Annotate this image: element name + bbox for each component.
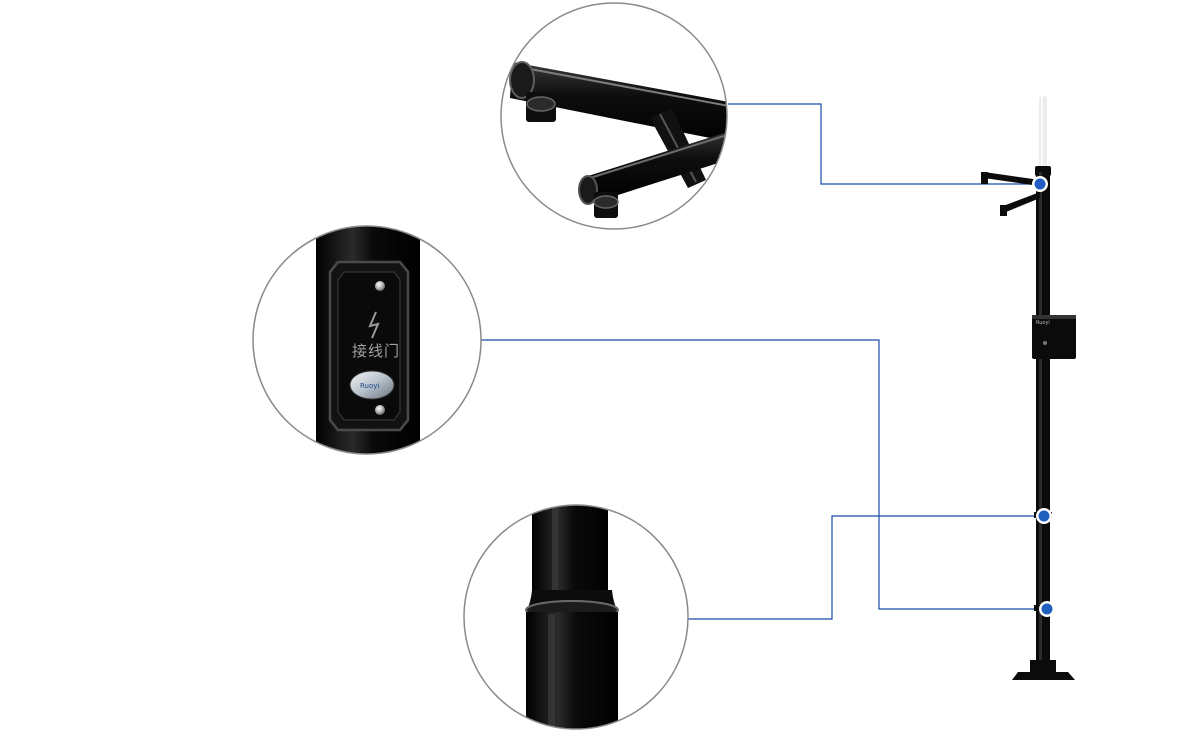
camera-arm-upper (984, 172, 1040, 186)
nameplate-text: Ruoyi (360, 382, 379, 390)
leader-line-joint (688, 515, 1044, 620)
equipment-cabinet (1032, 315, 1076, 359)
hotspot-joint[interactable] (1036, 508, 1052, 524)
detail-circle-arm-bracket (500, 2, 728, 230)
detail-circle-access-door: 接线门 Ruoyi (252, 225, 482, 455)
detail-circle-pole-joint (463, 504, 689, 730)
camera-arm-lower (1003, 192, 1040, 212)
pole-base-plate (1012, 672, 1075, 680)
leader-line-door (481, 339, 1044, 610)
door-label: 接线门 (352, 342, 400, 360)
leader-line-arm (728, 103, 1040, 185)
pole-shaft (1036, 172, 1050, 672)
door-nameplate (349, 370, 395, 400)
leader-lines (481, 103, 1044, 620)
hotspot-door[interactable] (1039, 601, 1055, 617)
smart-pole: Ruoyi (981, 96, 1076, 680)
lightning-icon (368, 311, 380, 339)
hotspot-markers (1032, 176, 1055, 617)
hotspot-arm[interactable] (1032, 176, 1048, 192)
cabinet-nameplate: Ruoyi (1036, 320, 1050, 326)
